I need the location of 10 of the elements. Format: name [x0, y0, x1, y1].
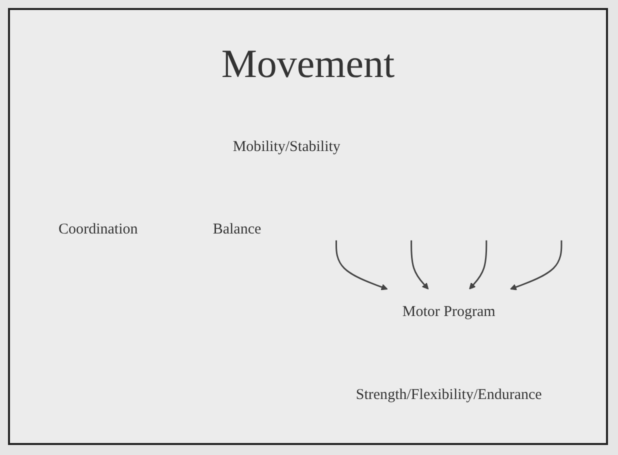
node-text: Coordination — [58, 220, 138, 237]
node-text: Balance — [212, 220, 262, 237]
arrow — [469, 240, 488, 290]
title: Movement — [221, 40, 395, 87]
node-text: Mobility/Stability — [232, 138, 340, 154]
arrow — [510, 240, 562, 290]
node-text: Motor Program — [402, 303, 496, 320]
arrow — [336, 240, 388, 290]
node-text: Strength/Flexibility/Endurance — [356, 386, 542, 402]
arrow — [410, 240, 429, 290]
